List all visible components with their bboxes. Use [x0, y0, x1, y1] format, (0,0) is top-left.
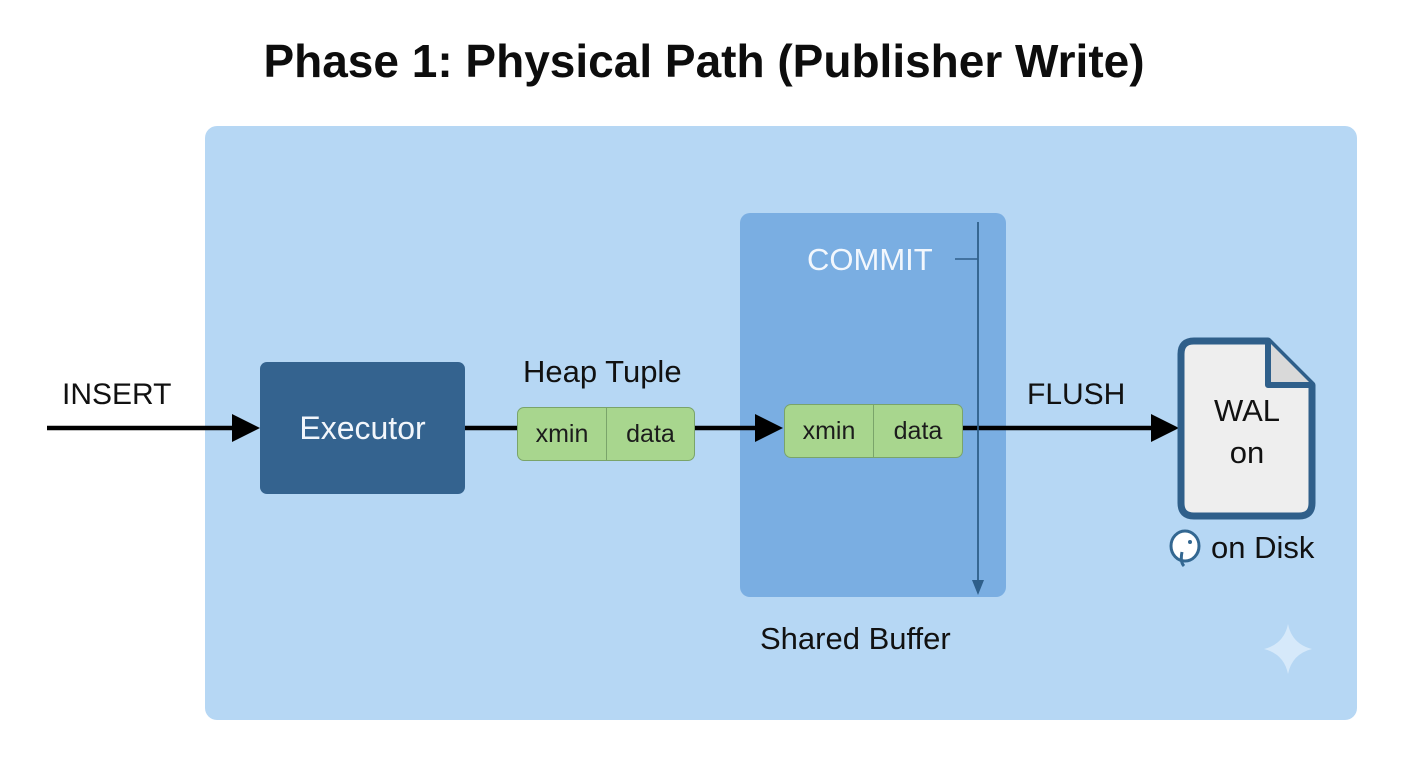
- commit-label: COMMIT: [807, 242, 933, 277]
- flush-arrow-head: [1151, 414, 1179, 442]
- page-title: Phase 1: Physical Path (Publisher Write): [263, 35, 1145, 87]
- wal-label: WAL on: [1185, 390, 1309, 474]
- wal-line-1: WAL: [1213, 393, 1281, 428]
- heap-tuple-label: Heap Tuple: [523, 354, 682, 389]
- heap-tuple: xmin data: [517, 407, 695, 461]
- tuple-to-buffer-head: [755, 414, 783, 442]
- sparkle-icon: [1264, 624, 1312, 674]
- buffer-tuple-xmin: xmin: [802, 416, 856, 445]
- insert-arrow-head: [232, 414, 260, 442]
- heap-tuple-xmin: xmin: [535, 419, 589, 448]
- executor-box: Executor: [260, 362, 465, 494]
- wal-line-2: on: [1229, 435, 1265, 470]
- buffer-tuple-data: data: [873, 405, 962, 457]
- executor-label: Executor: [299, 409, 426, 446]
- postgresql-elephant-icon: [1169, 529, 1201, 568]
- commit-timeline-head: [972, 580, 984, 595]
- insert-label: INSERT: [62, 378, 172, 411]
- heap-tuple-data: data: [606, 408, 694, 460]
- on-disk-label: on Disk: [1211, 530, 1315, 565]
- wal-fold-corner: [1265, 341, 1312, 388]
- shared-buffer-label: Shared Buffer: [760, 621, 951, 656]
- flush-label: FLUSH: [1027, 378, 1126, 411]
- buffer-tuple: xmin data: [784, 404, 963, 458]
